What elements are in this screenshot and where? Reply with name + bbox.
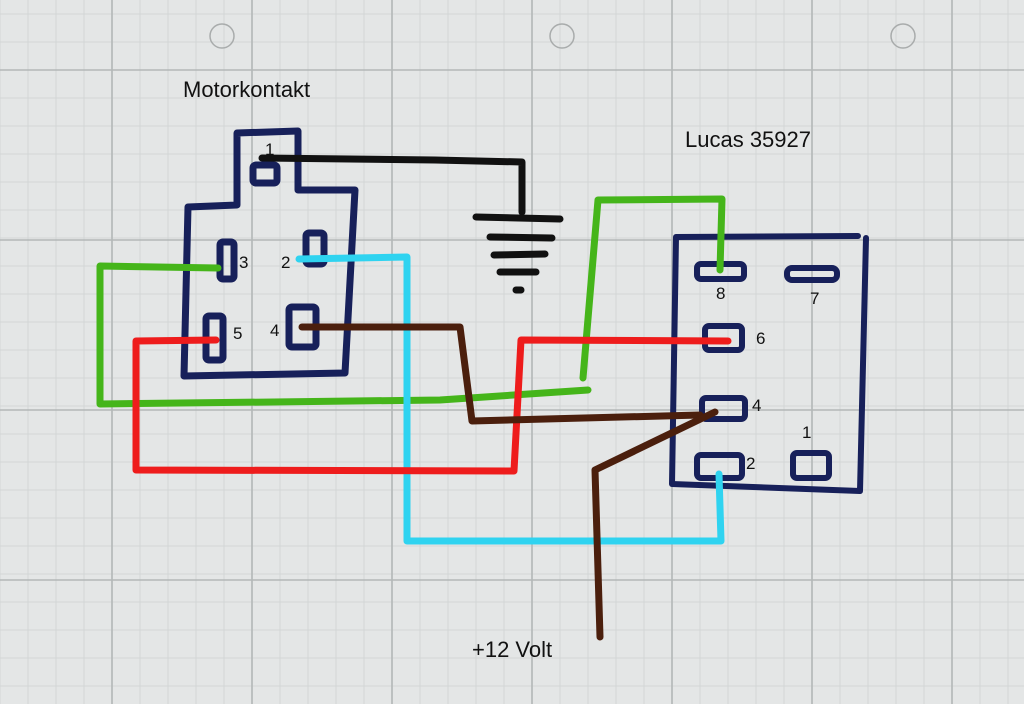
relay-pin-4-label: 4 <box>752 396 762 415</box>
ground-symbol <box>472 213 564 294</box>
cyan-wire <box>295 253 725 545</box>
red-wire <box>132 336 732 475</box>
relay-outline <box>669 233 869 494</box>
binder-hole-right <box>890 23 916 49</box>
relay-terminal-7 <box>784 265 840 283</box>
green-wire <box>96 195 726 408</box>
supply-label: +12 Volt <box>472 637 553 662</box>
motor-terminal-1 <box>249 161 281 187</box>
brown-wire-12v <box>591 408 719 641</box>
motor-pin-3-label: 3 <box>239 253 249 272</box>
relay-pin-1-label: 1 <box>802 423 812 442</box>
relay-terminal-4 <box>699 395 748 422</box>
ground-bar-2 <box>486 233 556 242</box>
ground-bar-1 <box>472 213 564 223</box>
motor-terminal-2 <box>302 229 328 268</box>
motor-pin-4-label: 4 <box>270 321 280 340</box>
relay-pin-6-label: 6 <box>756 329 766 348</box>
relay-housing <box>669 233 869 494</box>
binder-holes <box>209 23 916 49</box>
motor-pin-5-label: 5 <box>233 324 243 343</box>
relay-pin-7-label: 7 <box>810 289 820 308</box>
relay-pin-2-label: 2 <box>746 454 756 473</box>
motor-terminal-3 <box>216 238 238 283</box>
black-wire-ground <box>258 154 526 216</box>
motor-contact-outline <box>180 127 359 380</box>
binder-hole-left <box>209 23 235 49</box>
relay-terminal-1 <box>790 450 832 481</box>
relay-title: Lucas 35927 <box>685 127 811 152</box>
motor-pin-1-label: 1 <box>265 140 275 159</box>
motor-contact-title: Motorkontakt <box>183 77 311 102</box>
relay-pin-8-label: 8 <box>716 284 726 303</box>
binder-hole-center <box>549 23 575 49</box>
motor-pin-2-label: 2 <box>281 253 291 272</box>
ground-bar-3 <box>490 250 549 259</box>
brown-wire-motor-4 <box>298 323 704 425</box>
